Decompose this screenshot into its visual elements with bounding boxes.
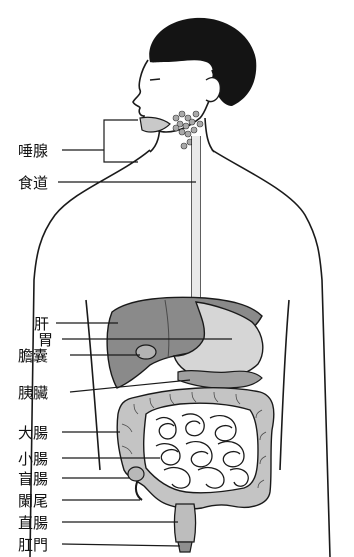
large-intestine <box>117 388 274 509</box>
pancreas <box>178 371 262 388</box>
head <box>133 18 256 149</box>
esophagus-tube <box>192 136 200 300</box>
labels: 唾腺 食道 肝 胃 膽囊 胰臟 大腸 小腸 盲腸 闌尾 直腸 肛門 <box>18 142 53 554</box>
label-esophagus: 食道 <box>18 174 48 192</box>
label-appendix: 闌尾 <box>18 492 48 510</box>
anus <box>178 542 192 552</box>
label-salivary-gland: 唾腺 <box>18 142 48 160</box>
label-cecum: 盲腸 <box>18 470 48 488</box>
label-rectum: 直腸 <box>18 514 48 532</box>
label-pancreas: 胰臟 <box>18 384 48 402</box>
ear <box>206 78 220 102</box>
rectum <box>175 504 196 542</box>
label-small-intestine: 小腸 <box>18 450 48 468</box>
label-gallbladder: 膽囊 <box>18 347 48 365</box>
label-large-intestine: 大腸 <box>18 424 48 442</box>
cecum <box>128 467 144 481</box>
gallbladder <box>136 345 156 359</box>
label-anus: 肛門 <box>18 536 48 554</box>
small-intestine <box>156 414 248 488</box>
eye <box>150 79 160 80</box>
